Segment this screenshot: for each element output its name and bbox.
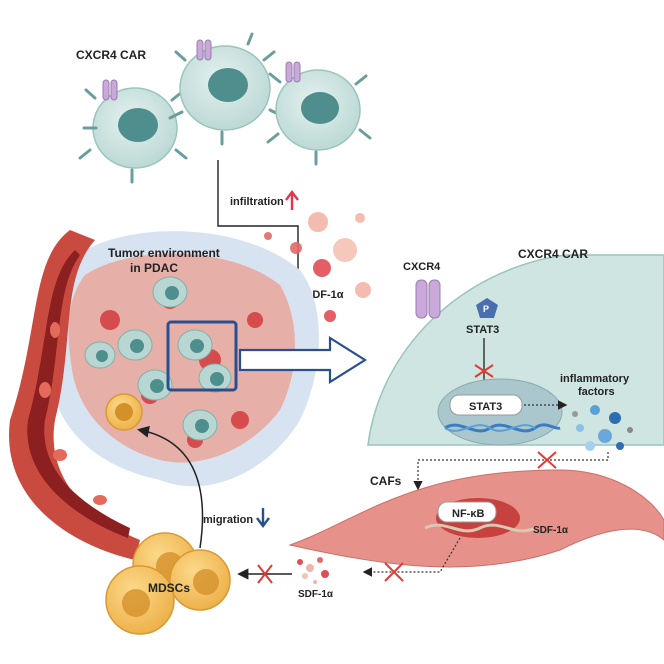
car-t-cell xyxy=(168,32,284,146)
sdf1-label-top: SDF-1α xyxy=(305,289,344,301)
dna-strand xyxy=(444,424,536,432)
mdscs-label: MDSCs xyxy=(148,581,190,595)
phosphate-label: P xyxy=(483,304,489,314)
sdf1-label-bottom: SDF-1α xyxy=(298,589,334,600)
sdf1-particles xyxy=(264,212,371,322)
migration-arrow xyxy=(137,425,204,549)
mdsc-cluster xyxy=(105,532,231,635)
dotted-arrow-2 xyxy=(413,452,609,491)
inhibit-icon-4 xyxy=(257,564,273,584)
up-arrow-icon xyxy=(285,190,299,210)
dna-icon-caf xyxy=(424,523,536,533)
inhibit-icon-3 xyxy=(384,562,404,582)
inhibit-icon xyxy=(474,364,494,378)
sdf1-particles-bottom xyxy=(297,557,329,584)
stat3-box-label: STAT3 xyxy=(469,401,502,413)
car-t-cell xyxy=(78,87,188,184)
cxcr4-label: CXCR4 xyxy=(403,261,441,273)
tme-label-line2: in PDAC xyxy=(130,261,178,275)
inflammatory-particles xyxy=(572,405,633,451)
car-cell-label: CXCR4 CAR xyxy=(518,247,588,261)
down-arrow-icon xyxy=(256,508,270,528)
inflam-label-line1: inflammatory xyxy=(560,373,630,385)
inhibit-icon-2 xyxy=(537,451,557,469)
cxcr4-receptor-icon xyxy=(415,279,441,319)
nfkb-label: NF-κB xyxy=(452,508,484,520)
dotted-arrow-3 xyxy=(362,537,461,577)
phosphate-icon xyxy=(476,298,498,318)
zoom-arrow xyxy=(238,336,368,384)
car-t-cells xyxy=(78,32,372,184)
migration-label: migration xyxy=(203,514,253,526)
tme-label-line1: Tumor environment xyxy=(108,246,220,260)
nfkb-box xyxy=(437,501,497,523)
car-t-cell xyxy=(266,69,372,166)
stat3-box xyxy=(449,394,523,416)
cxcr4-receptor-icon xyxy=(102,39,301,101)
stat3-label: STAT3 xyxy=(466,324,499,336)
cafs-label: CAFs xyxy=(370,474,402,488)
car-cell-zoom xyxy=(367,254,664,446)
sdf1-label-caf: SDF-1α xyxy=(533,525,569,536)
zoom-box xyxy=(166,320,238,392)
inflam-label-line2: factors xyxy=(578,386,615,398)
infiltration-label: infiltration xyxy=(230,196,284,208)
blood-vessel xyxy=(9,230,140,560)
car-title: CXCR4 CAR xyxy=(76,48,146,62)
